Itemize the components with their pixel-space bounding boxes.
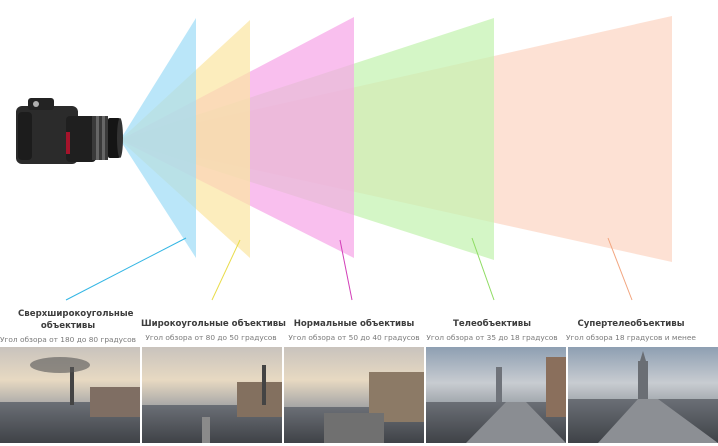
leader-lines	[65, 237, 633, 301]
leader-line-3	[471, 237, 495, 301]
photo-super-tele	[568, 347, 718, 443]
lens-angle: Угол обзора от 180 до 80 градусов	[0, 335, 136, 344]
view-cones	[120, 16, 672, 262]
lens-angle: Угол обзора от 50 до 40 градусов	[288, 333, 420, 342]
lens-angle: Угол обзора от 35 до 18 градусов	[426, 333, 558, 342]
lens-angle: Угол обзора от 80 до 50 градусов	[145, 333, 277, 342]
leader-line-4	[607, 237, 633, 301]
lens-angle: Угол обзора 18 градусов и менее	[566, 333, 696, 342]
lens-name: Нормальные объективы	[293, 319, 415, 329]
photo-normal	[284, 347, 424, 443]
photo-wide	[142, 347, 282, 443]
leader-line-1	[211, 239, 241, 301]
photo-ultra-wide	[0, 347, 140, 443]
lens-name: Широкоугольные объективы	[141, 319, 286, 329]
view-cone-0	[120, 18, 196, 258]
photo-tele	[426, 347, 566, 443]
lens-name: Телеобъективы	[452, 319, 532, 329]
lens-name: Сверхширокоугольные объективы	[18, 309, 134, 331]
lens-name: Супертелеобъективы	[577, 319, 685, 329]
leader-line-0	[65, 237, 187, 301]
leader-line-2	[339, 239, 353, 301]
camera-icon	[16, 98, 123, 164]
